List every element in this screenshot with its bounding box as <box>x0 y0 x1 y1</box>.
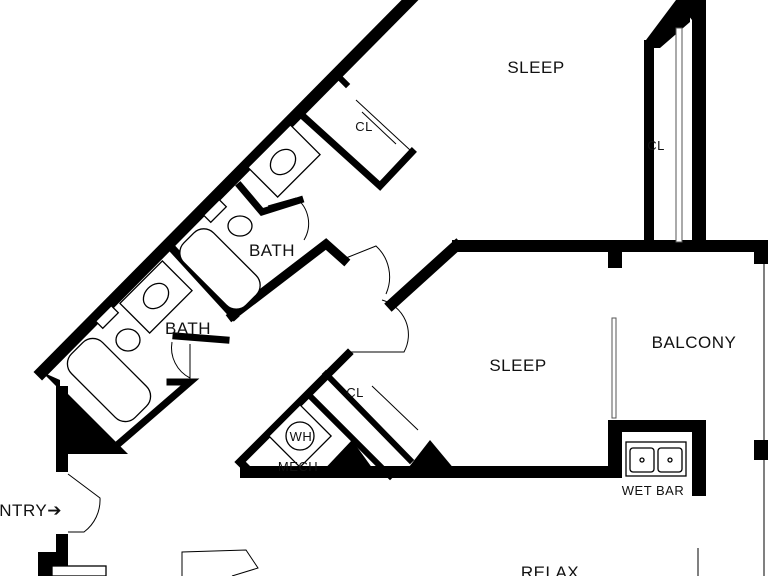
wall-balcony-post-top <box>608 246 622 268</box>
label-bath-1: BATH <box>249 241 295 260</box>
label-closet-1: CL <box>355 119 373 134</box>
closet1-slider-b <box>361 111 397 145</box>
door-bedroom2 <box>350 299 409 353</box>
label-closet-3: CL <box>647 138 665 153</box>
wall-closet-top <box>646 0 690 48</box>
label-entry: ENTRY➔ <box>0 501 62 520</box>
label-water-heater: WH <box>290 429 313 444</box>
wall-mech-corner <box>240 456 260 476</box>
wet-bar-drain-left <box>639 457 645 463</box>
water-heater-tank <box>285 421 315 451</box>
relax-furniture <box>181 549 259 576</box>
glazing <box>355 27 765 576</box>
wall-bath2-bottom <box>111 378 200 451</box>
fixtures <box>51 124 687 576</box>
label-bath-2: BATH <box>165 319 211 338</box>
label-relax: RELAX <box>521 563 579 576</box>
balcony-slider <box>611 317 617 419</box>
door-bath1 <box>267 197 310 241</box>
wet-bar-drain-right <box>667 457 673 463</box>
wall-wet-bar <box>608 420 706 496</box>
room-labels: SLEEP SLEEP BATH BATH CL CL CL BALCONY M… <box>0 58 736 576</box>
entry-arrow-icon: ➔ <box>47 501 62 520</box>
wall-bath1-corridor <box>225 238 351 323</box>
wall-closet2-right <box>321 369 415 465</box>
diagonal-exterior-wall <box>33 0 419 381</box>
entry-wall-upper <box>56 386 68 472</box>
doors <box>67 197 409 533</box>
toilet-bath2-tank <box>94 304 120 330</box>
toilet-bath2 <box>115 328 141 352</box>
toilet-bath1 <box>227 215 253 237</box>
wall-balcony-right-top <box>754 244 768 264</box>
wall-upper-right <box>676 0 706 248</box>
toilet-bath1-tank <box>202 198 228 224</box>
entry-cabinet <box>51 565 107 576</box>
door-bath2 <box>171 341 191 379</box>
label-sleep-1: SLEEP <box>507 58 564 77</box>
wall-balcony-right-mid <box>754 440 768 460</box>
label-mech: MECH <box>278 459 318 474</box>
entry-text: ENTRY <box>0 501 47 520</box>
window-upper-right <box>675 27 683 243</box>
wall-bath2-door-stub <box>172 332 230 344</box>
door-entry <box>67 473 101 533</box>
tub-bath2 <box>66 337 152 423</box>
wall-closet2-left <box>305 391 395 481</box>
wall-closet-left <box>644 40 654 248</box>
label-wet-bar: WET BAR <box>622 483 685 498</box>
label-closet-2: CL <box>346 385 364 400</box>
label-sleep-2: SLEEP <box>489 356 546 375</box>
wall-closet1 <box>300 113 417 191</box>
closet1-slider <box>355 99 411 151</box>
wall-closet1-stub <box>335 73 351 89</box>
wall-bath1-top <box>235 181 305 217</box>
door-corridor <box>345 245 391 295</box>
wall-closet2-wedge-a <box>318 440 378 476</box>
sink-bath1-basin <box>269 148 297 176</box>
wall-bedroom2-diagonal <box>384 238 464 312</box>
wall-closet2-wedge-b <box>402 440 460 476</box>
label-balcony: BALCONY <box>652 333 737 352</box>
closet2-slider <box>371 385 419 431</box>
sink-bath2-basin <box>142 282 170 310</box>
wall-mech-diagonal <box>234 348 354 468</box>
tub-bath1 <box>179 228 261 310</box>
